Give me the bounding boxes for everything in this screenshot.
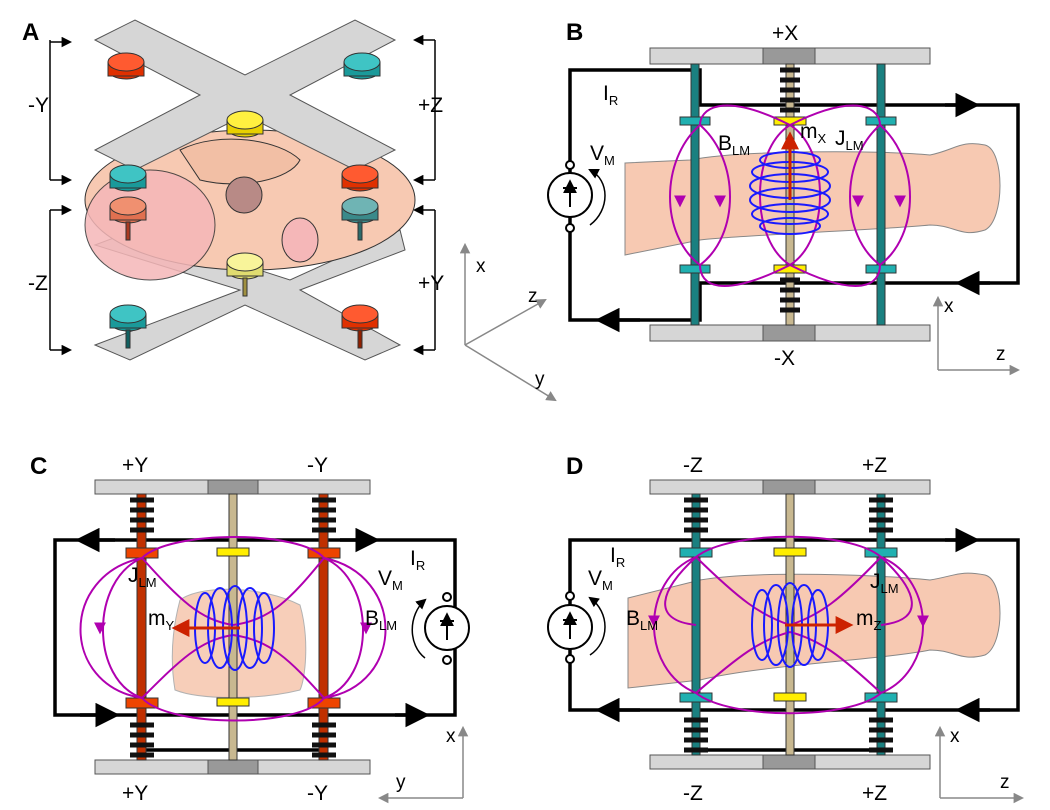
panel-a-left-arrows (49, 36, 73, 356)
panel-d-bottom-label-right: +Z (862, 782, 887, 805)
magnet-teal-right-lower (341, 196, 379, 241)
panel-d-coil-loop (568, 527, 1020, 752)
panel-b-field-lines (669, 104, 911, 287)
panel-a-top-plate (93, 19, 397, 171)
panel-a-label-neg-z: -Z (28, 272, 48, 295)
panel-d-bottom-label-left: -Z (683, 782, 703, 805)
panel-c-top-label-right: -Y (307, 454, 328, 477)
panel-a-magnets (107, 52, 381, 349)
panel-d-axis-z: z (1000, 772, 1010, 793)
panel-c-field-label: BLM (365, 607, 397, 633)
panel-d-axis-x: x (950, 726, 960, 747)
panel-a-label-pos-y: +Y (418, 272, 444, 295)
panel-d-field-lines (648, 535, 929, 715)
panel-a-label: A (22, 19, 39, 46)
panel-b-top-label: +X (772, 22, 798, 45)
panel-c-current-density-label: JLM (128, 564, 157, 590)
panel-d-plates (649, 479, 931, 770)
panel-a-axis-z: z (528, 286, 538, 307)
panel-a-label-pos-z: +Z (418, 94, 443, 117)
panel-d-springs (684, 497, 893, 753)
magnet-teal-bottom-left (109, 304, 147, 349)
panel-b-current-density-label: JLM (835, 127, 864, 153)
panel-c-label: C (30, 453, 47, 480)
panel-d-field-label: BLM (626, 607, 658, 633)
panel-c-axis-x: x (446, 726, 456, 747)
panel-d-current-density-label: JLM (870, 570, 899, 596)
panel-d-axes (934, 725, 1025, 804)
panel-b-moment-label: mX (800, 120, 827, 146)
panel-b-axis-x: x (944, 296, 954, 317)
panel-d: D -Z +Z -Z +Z (547, 453, 1025, 805)
panel-c-bottom-label-right: -Y (307, 782, 328, 805)
panel-c: C +Y -Y +Y -Y (30, 453, 470, 805)
panel-a-axes (459, 242, 557, 402)
panel-a-axis-x: x (476, 256, 486, 277)
panel-b-pads (679, 116, 897, 274)
magnet-teal-mid-left (109, 164, 147, 192)
panel-b-field-label: BLM (718, 132, 750, 158)
panel-c-axes (377, 725, 469, 804)
panel-d-voltage-source (547, 591, 593, 664)
panel-c-springs (130, 497, 336, 758)
panel-b-bottom-label: -X (774, 347, 795, 370)
panel-c-moment-label: mY (148, 607, 175, 633)
panel-c-top-label-left: +Y (122, 454, 148, 477)
panel-a-axis-y: y (535, 369, 545, 390)
magnet-red-mid-right (341, 164, 379, 192)
panel-b: B +X -X (547, 19, 1021, 376)
panel-b-axes (932, 295, 1021, 376)
panel-b-plates (649, 47, 931, 342)
panel-c-voltage-source (424, 592, 470, 665)
magnet-red-top-left (107, 52, 145, 80)
panel-c-field-lines (79, 536, 387, 722)
panel-b-springs (780, 67, 800, 313)
panel-c-current-label: IR (410, 547, 425, 573)
panel-d-voltage-label: VM (588, 567, 613, 593)
panel-a: A -Y -Z +Z +Y (22, 19, 557, 402)
panel-c-voltage-label: VM (378, 567, 403, 593)
panel-a-right-arrows (412, 34, 436, 356)
panel-d-body (627, 572, 1001, 689)
panel-d-top-label-right: +Z (862, 454, 887, 477)
magnet-teal-top-right (343, 52, 381, 80)
magnet-red-bottom-right (341, 304, 379, 349)
panel-b-coil-loop (568, 68, 1020, 333)
panel-c-axis-y: y (396, 772, 406, 793)
panel-b-axis-z: z (996, 344, 1006, 365)
panel-b-voltage-label: VM (590, 142, 615, 168)
panel-d-label: D (566, 453, 583, 480)
panel-b-label: B (566, 19, 583, 46)
panel-d-current-label: IR (610, 544, 625, 570)
panel-d-top-label-left: -Z (683, 454, 703, 477)
magnet-yellow-bottom (226, 252, 264, 297)
panel-a-label-neg-y: -Y (28, 94, 49, 117)
panel-c-bottom-label-left: +Y (122, 782, 148, 805)
panel-d-moment-label: mZ (856, 607, 882, 633)
magnet-salmon-left (109, 196, 147, 241)
magnet-yellow-top (226, 110, 264, 138)
panel-b-voltage-source (547, 160, 593, 233)
panel-b-current-label: IR (603, 82, 618, 108)
